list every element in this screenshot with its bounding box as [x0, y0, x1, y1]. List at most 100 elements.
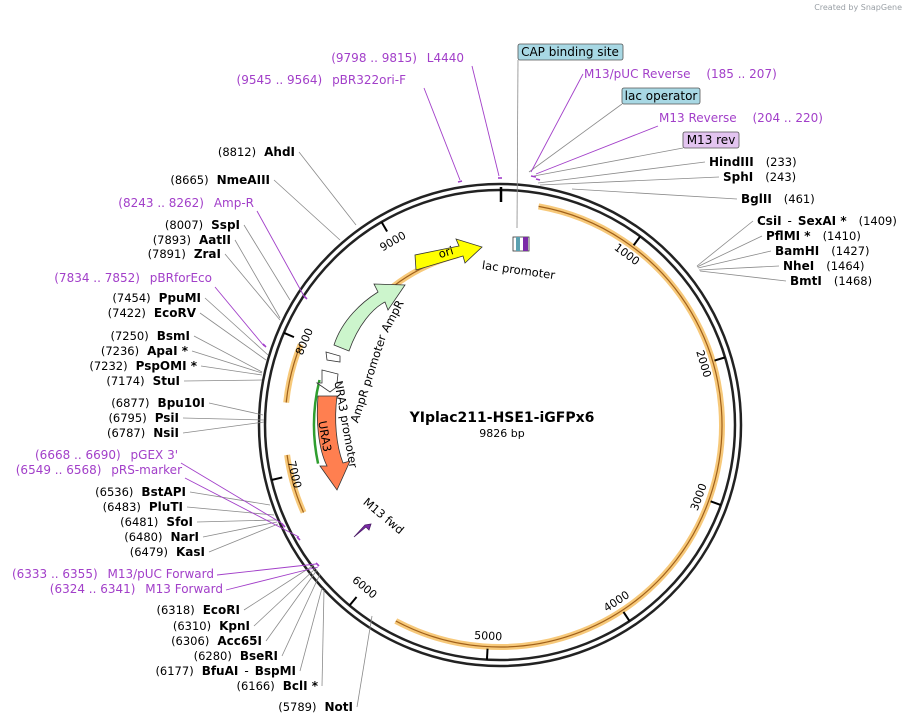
site-leader	[204, 297, 269, 356]
tick-mark	[632, 235, 642, 246]
site-leader	[224, 253, 281, 321]
primer-leader	[216, 563, 317, 576]
primer-leader-lines	[180, 65, 659, 591]
site-right: PflMI *(1410)	[766, 229, 861, 243]
site-leader	[265, 569, 318, 642]
site-leader	[537, 161, 706, 184]
primer-marks	[262, 175, 541, 567]
site-leader	[182, 421, 265, 434]
site-left: (7174)StuI	[106, 374, 180, 388]
tick-mark	[348, 596, 358, 607]
primer-leader	[225, 566, 319, 591]
site-leader	[697, 250, 772, 269]
site-leader	[356, 615, 373, 708]
ori-feature	[414, 238, 483, 271]
site-leader	[571, 188, 738, 200]
site-leader	[281, 573, 321, 657]
site-right: HindIII(233)	[709, 155, 797, 169]
site-left: (6306)Acc65I	[171, 634, 262, 648]
green-arc	[312, 379, 321, 464]
tick-mark	[710, 500, 722, 506]
site-left: (7891)ZraI	[148, 247, 221, 261]
m13-fwd-label: M13 fwd	[360, 495, 406, 537]
box-leader	[528, 103, 623, 173]
cap-binding-site-box: CAP binding site	[517, 43, 624, 61]
site-left: (6479)KasI	[130, 545, 205, 559]
orf-arc-core	[285, 344, 302, 403]
site-left: (6795)PsiI	[108, 411, 179, 425]
lac-operator-box: lac operator	[621, 87, 701, 105]
box-leader	[516, 59, 519, 229]
site-leader	[699, 270, 787, 282]
primer-leader	[214, 286, 265, 347]
site-right: CsiI-SexAI *(1409)	[757, 214, 897, 228]
primer-m13-reverse: M13 Reverse (204 .. 220)	[659, 111, 823, 125]
tick-mark	[271, 476, 283, 481]
site-right: BglII(461)	[741, 192, 815, 206]
tick-mark	[622, 611, 631, 622]
site-left: (6177)BfuAI-BspMI	[155, 664, 296, 678]
primer-m13-puc-forward: (6333 .. 6355) M13/pUC Forward	[12, 567, 214, 581]
ampr-feature	[333, 283, 406, 352]
site-leader	[243, 224, 291, 301]
orf-arc	[394, 203, 725, 650]
site-left: (6481)SfoI	[120, 515, 193, 529]
ura3-feature	[316, 395, 351, 491]
primer-pbr322ori-f: (9545 .. 9564) pBR322ori-F	[237, 73, 407, 87]
primer-pbrforeco: (7834 .. 7852) pBRforEco	[54, 271, 212, 285]
site-leader	[191, 350, 263, 374]
site-left: (8007)SspI	[165, 218, 240, 232]
site-right: BamHI(1427)	[775, 244, 870, 258]
site-leader	[321, 589, 325, 687]
site-left: (5789)NotI	[278, 700, 353, 714]
ura3-promoter-feature	[315, 369, 344, 393]
site-leader	[200, 365, 263, 376]
tick-mark	[714, 356, 726, 362]
site-left: (6166)BclI *	[236, 679, 318, 693]
site-left: (7454)PpuMI	[112, 291, 201, 305]
tick-mark	[380, 221, 388, 233]
primer-leader	[423, 87, 461, 181]
tick-label: 8000	[293, 326, 316, 357]
site-leader	[202, 521, 278, 538]
site-leader	[196, 519, 277, 523]
primer-leader	[180, 462, 284, 525]
site-left: (6280)BseRI	[194, 649, 278, 663]
site-leader	[243, 564, 315, 611]
tick-label: 5000	[474, 629, 503, 644]
lac-promoter-feature	[512, 236, 530, 252]
site-leader	[208, 523, 279, 553]
site-leader	[696, 220, 754, 267]
lac-promoter-label: lac promoter	[481, 258, 556, 282]
site-left: (8812)AhdI	[218, 145, 295, 159]
svg-text:CAP binding site: CAP binding site	[521, 45, 619, 59]
primer-m13-puc-reverse: M13/pUC Reverse (185 .. 207)	[584, 67, 777, 81]
site-left: (6318)EcoRI	[156, 603, 240, 617]
site-leader	[182, 417, 265, 421]
site-left: (6310)KpnI	[173, 619, 250, 633]
site-left: (7893)AatII	[153, 233, 231, 247]
site-left: (6877)Bpu10I	[111, 396, 205, 410]
site-right: NheI(1464)	[783, 259, 864, 273]
orf-arc-core	[395, 205, 723, 648]
site-right: BmtI(1468)	[790, 274, 872, 288]
site-leader	[189, 491, 271, 506]
tick-label: 9000	[378, 229, 409, 254]
site-leader	[199, 312, 267, 361]
site-left: (7232)PspOMI *	[89, 359, 197, 373]
orf-arc-core	[354, 254, 458, 328]
m13-rev-box: M13 rev	[682, 131, 740, 149]
primer-leader	[471, 65, 500, 177]
tick-mark	[283, 331, 295, 339]
site-left: (7236)ApaI *	[101, 344, 189, 358]
ampr-promoter-feature	[325, 351, 341, 363]
primer-pgex3: (6668 .. 6690) pGEX 3'	[35, 448, 178, 462]
plasmid-title: YIplac211-HSE1-iGFPx6	[409, 410, 595, 426]
site-leader	[696, 235, 763, 268]
ori-label: ori	[437, 243, 455, 261]
box-leader	[533, 147, 684, 177]
site-leader	[253, 567, 317, 627]
tick-label: 6000	[350, 573, 380, 601]
ura3-label: URA3	[315, 420, 334, 453]
